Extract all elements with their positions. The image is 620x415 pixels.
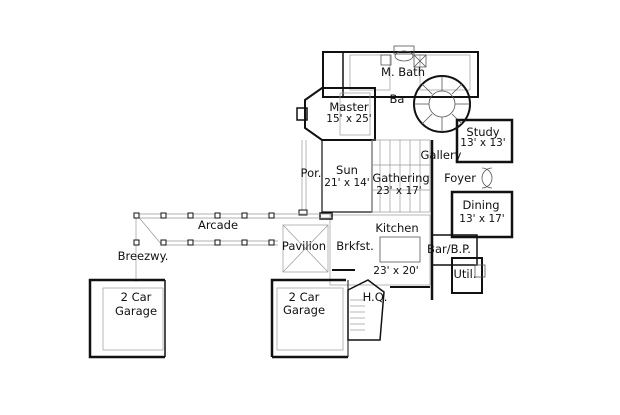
room-label-hq: H.Q. xyxy=(362,290,388,304)
room-dims-study: 13' x 13' xyxy=(460,137,506,149)
room-dims-kitchen: 23' x 20' xyxy=(373,265,419,277)
room-label-kitchen: Kitchen xyxy=(375,221,419,235)
room-dims-master: 15' x 25' xyxy=(326,113,372,125)
room-label-garage-right-2: Garage xyxy=(282,303,326,317)
dining-walls xyxy=(450,167,514,239)
room-label-dining: Dining xyxy=(462,198,500,212)
room-label-sun: Sun xyxy=(336,163,358,177)
spiral-staircase xyxy=(413,75,471,133)
room-label-util: Util. xyxy=(453,267,477,281)
pavilion-walls xyxy=(282,224,329,273)
room-label-foyer: Foyer xyxy=(444,171,476,185)
room-label-gathering: Gathering xyxy=(372,171,430,185)
room-dims-dining: 13' x 17' xyxy=(459,213,505,225)
room-label-gallery: Gallery xyxy=(420,148,462,162)
room-label-pavilion: Pavilion xyxy=(281,239,327,253)
room-label-bar-bp: Bar/B.P. xyxy=(427,242,471,256)
master-bath-walls xyxy=(322,45,479,98)
right-garage-walls xyxy=(270,278,349,359)
left-garage-walls xyxy=(88,278,166,359)
porch-walls xyxy=(298,140,308,216)
room-label-m-bath: M. Bath xyxy=(381,65,425,79)
arcade-walls xyxy=(133,212,332,282)
room-label-garage-left-1: 2 Car xyxy=(120,290,152,304)
room-label-study: Study xyxy=(466,125,500,139)
room-label-breakfast: Brkfst. xyxy=(336,239,374,253)
room-label-bath: Ba xyxy=(389,92,405,106)
room-label-master: Master xyxy=(329,100,369,114)
room-dims-sun: 21' x 14' xyxy=(324,177,370,189)
sun-gathering-walls xyxy=(321,139,434,300)
room-label-garage-left-2: Garage xyxy=(114,304,158,318)
room-dims-gathering: 23' x 17' xyxy=(376,185,422,197)
kitchen-walls xyxy=(319,212,431,288)
room-label-arcade: Arcade xyxy=(197,218,239,232)
study-walls xyxy=(455,118,514,164)
hq-stair xyxy=(347,279,385,341)
room-label-garage-right-1: 2 Car xyxy=(288,290,320,304)
room-label-breezeway: Breezwy. xyxy=(117,249,169,263)
utility-walls xyxy=(431,234,486,294)
room-label-porch: Por. xyxy=(300,166,322,180)
